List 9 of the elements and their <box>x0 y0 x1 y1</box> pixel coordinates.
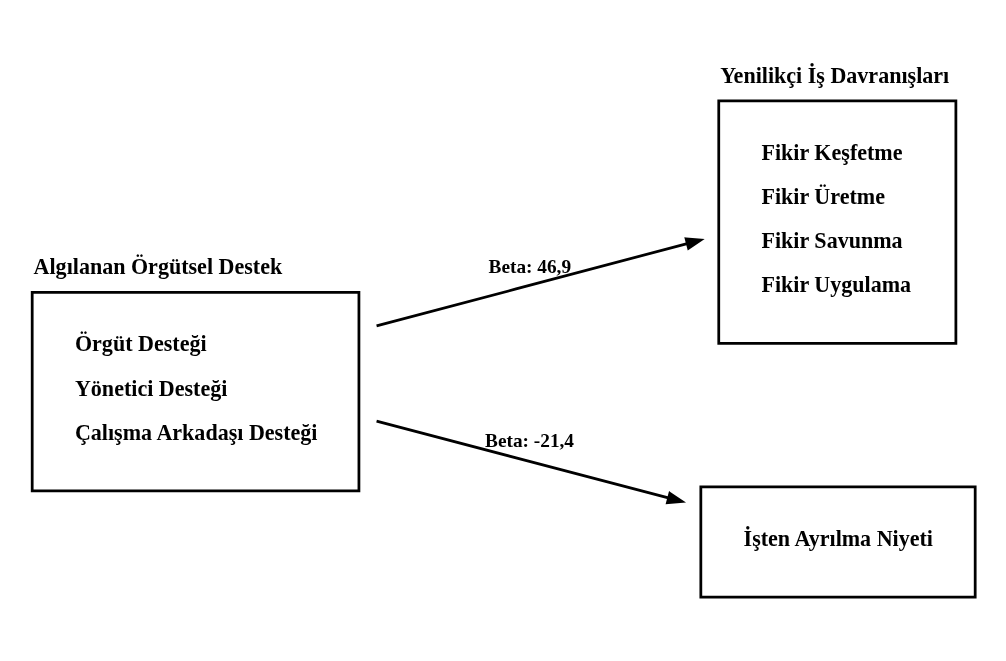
node-box: Örgüt Desteği Yönetici Desteği Çalışma Arkadaşı Desteği <box>30 290 361 492</box>
arrow <box>376 236 705 327</box>
edge-label: Beta: 46,9 <box>488 255 572 277</box>
node-box: Fikir Keşfetme Fikir Üretme Fikir Savunma Fikir Uygulama <box>717 98 958 345</box>
node-label: Algılanan Örgütsel Destek <box>33 253 283 279</box>
node-label: Yenilikçi İş Davranışları <box>720 62 950 88</box>
edge-label: Beta: -21,4 <box>485 429 575 451</box>
node-box: İşten Ayrılma Niyeti <box>699 484 977 598</box>
arrow <box>376 419 687 504</box>
